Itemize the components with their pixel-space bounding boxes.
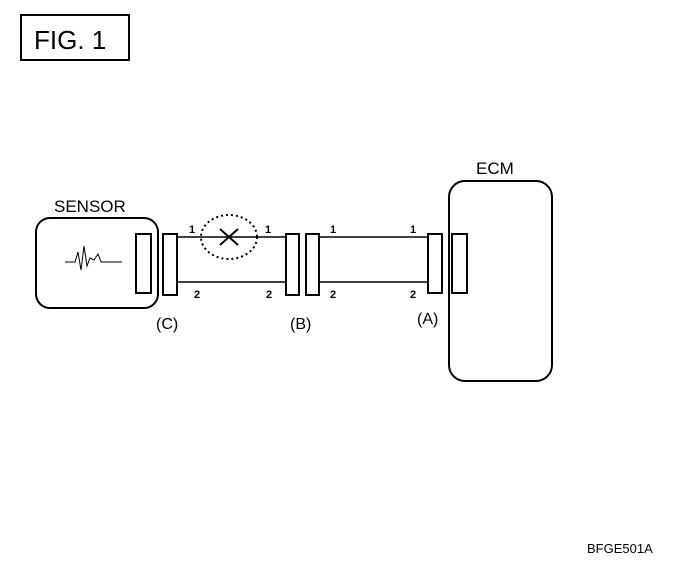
connector-c-label: (C) xyxy=(156,316,178,333)
sensor-connector xyxy=(135,233,152,294)
sensor-box xyxy=(35,217,159,309)
sensor-waveform-icon xyxy=(65,245,122,271)
connector-b-label: (B) xyxy=(290,316,311,333)
connector-b-right xyxy=(305,233,320,296)
pin-b-right-2: 2 xyxy=(330,289,336,301)
connector-a-label: (A) xyxy=(417,311,438,328)
pin-a-1: 1 xyxy=(410,224,416,236)
connector-b-left xyxy=(285,233,300,296)
figure-label-box xyxy=(20,14,130,61)
pin-b-left-1: 1 xyxy=(265,224,271,236)
pin-a-2: 2 xyxy=(410,289,416,301)
connector-a xyxy=(427,233,443,294)
connector-c xyxy=(162,233,178,296)
ecm-box xyxy=(448,180,553,382)
ecm-connector xyxy=(451,233,468,294)
pin-b-left-2: 2 xyxy=(266,289,272,301)
ecm-label: ECM xyxy=(476,159,514,178)
figure-label: FIG. 1 xyxy=(34,25,106,55)
open-circuit-cross-icon xyxy=(200,214,258,260)
pin-c-2: 2 xyxy=(194,289,200,301)
sensor-label: SENSOR xyxy=(54,197,126,216)
pin-c-1: 1 xyxy=(189,224,195,236)
figure-code: BFGE501A xyxy=(587,541,653,556)
pin-b-right-1: 1 xyxy=(330,224,336,236)
